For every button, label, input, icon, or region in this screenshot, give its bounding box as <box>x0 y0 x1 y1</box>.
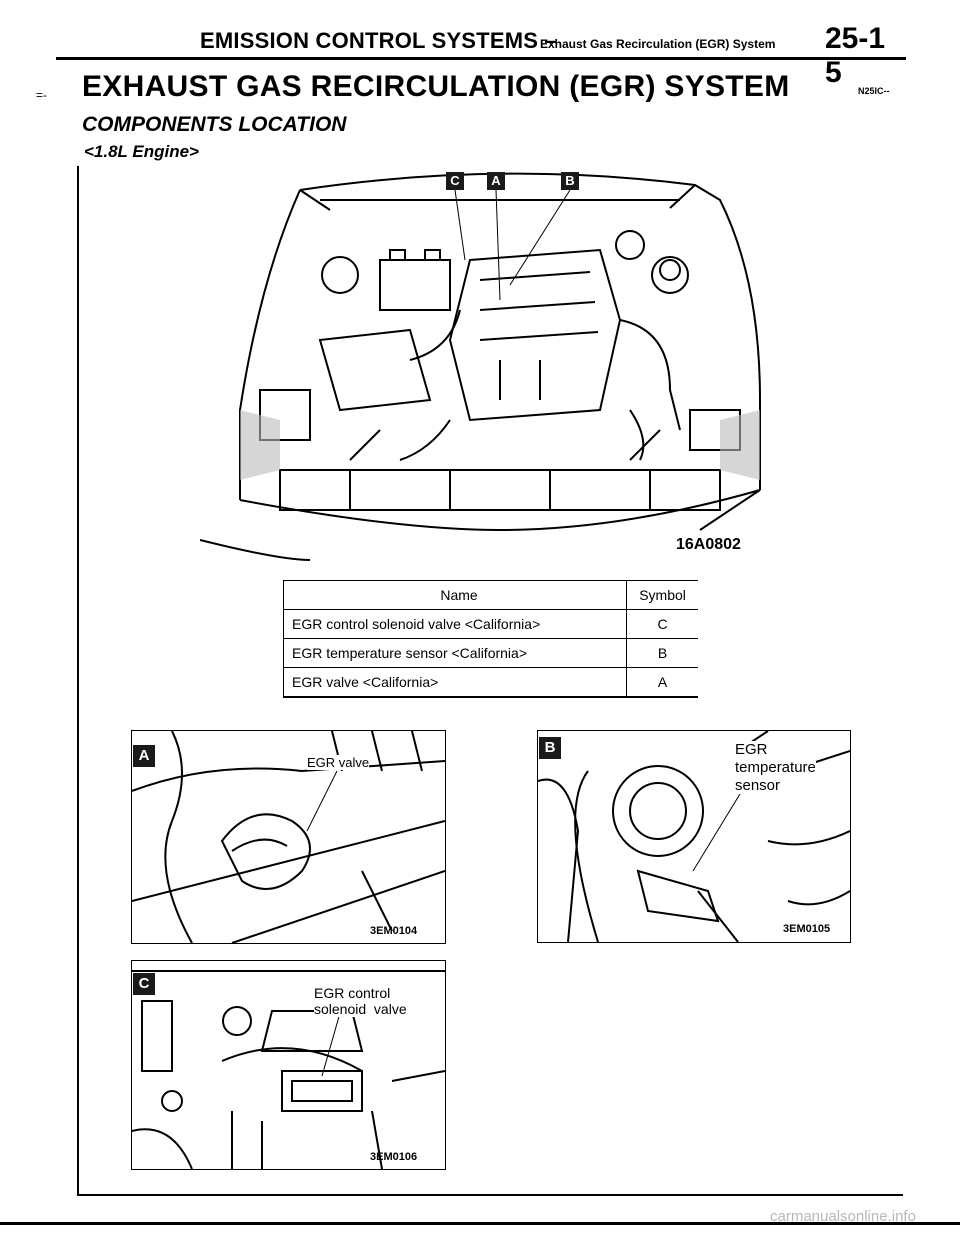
row-name: EGR valve <California> <box>292 674 439 690</box>
callout-c: C <box>446 172 464 190</box>
row-symbol: A <box>626 667 698 697</box>
photo-a-badge: A <box>133 745 155 767</box>
title-code: N25IC-- <box>858 86 890 96</box>
photo-a-code: 3EM0104 <box>370 925 418 937</box>
photo-a-label: EGR valve <box>307 755 370 770</box>
running-header: EMISSION CONTROL SYSTEMS – Exhaust Gas R… <box>200 22 910 89</box>
table-row: EGR control solenoid valve <California> … <box>283 609 698 639</box>
photo-c-code: 3EM0106 <box>370 1151 418 1163</box>
engine-label: <1.8L Engine> <box>84 142 199 161</box>
row-symbol: C <box>626 609 698 639</box>
column-header-name: Name <box>440 587 478 603</box>
row-name: EGR temperature sensor <California> <box>292 645 527 661</box>
components-table: Name Symbol EGR control solenoid valve <… <box>283 580 698 698</box>
photo-b-label-line3: sensor <box>735 777 781 794</box>
callout-b: B <box>561 172 579 190</box>
bottom-rule <box>77 1194 903 1196</box>
photo-c-badge: C <box>133 973 155 995</box>
photo-c-label-line1: EGR control <box>314 985 391 1001</box>
footer-rule <box>0 1222 960 1225</box>
photo-egr-valve: A EGR valve 3EM0104 <box>131 730 446 944</box>
header-rule <box>56 57 906 60</box>
table-row: EGR temperature sensor <California> B <box>283 638 698 668</box>
photo-b-badge: B <box>539 737 561 759</box>
row-name: EGR control solenoid valve <California> <box>292 616 541 632</box>
egr-valve-illustration <box>132 731 445 943</box>
figure-code: 16A0802 <box>676 536 741 553</box>
photo-c-label-line2: solenoid valve <box>314 1001 407 1017</box>
header-subsection-title: Exhaust Gas Recirculation (EGR) System <box>540 37 776 51</box>
photo-b-code: 3EM0105 <box>783 923 831 935</box>
table-row: EGR valve <California> A <box>283 667 698 697</box>
photo-egr-temperature-sensor: B EGR temperature sensor 3EM0105 <box>537 730 851 943</box>
margin-mark: =- <box>36 88 48 102</box>
watermark: carmanualsonline.info <box>770 1208 916 1225</box>
section-heading: COMPONENTS LOCATION <box>82 113 347 136</box>
page-title: EXHAUST GAS RECIRCULATION (EGR) SYSTEM <box>82 70 790 103</box>
callout-a: A <box>487 172 505 190</box>
column-header-symbol: Symbol <box>626 580 698 610</box>
egr-solenoid-illustration <box>132 970 445 1169</box>
photo-b-label-line1: EGR <box>735 741 768 758</box>
page-number: 25-1 5 <box>825 22 886 89</box>
engine-bay-illustration <box>199 172 761 561</box>
header-section-title: EMISSION CONTROL SYSTEMS – <box>200 28 557 53</box>
photo-egr-control-solenoid-valve: C EGR control solenoid valve 3EM0106 <box>131 960 446 1170</box>
engine-bay-figure: C A B 16A0802 <box>199 160 800 570</box>
left-margin-rule <box>77 166 79 1196</box>
table-header-row: Name Symbol <box>283 580 698 610</box>
row-symbol: B <box>626 638 698 668</box>
egr-temperature-sensor-illustration <box>538 731 850 942</box>
photo-b-label-line2: temperature <box>735 759 816 776</box>
